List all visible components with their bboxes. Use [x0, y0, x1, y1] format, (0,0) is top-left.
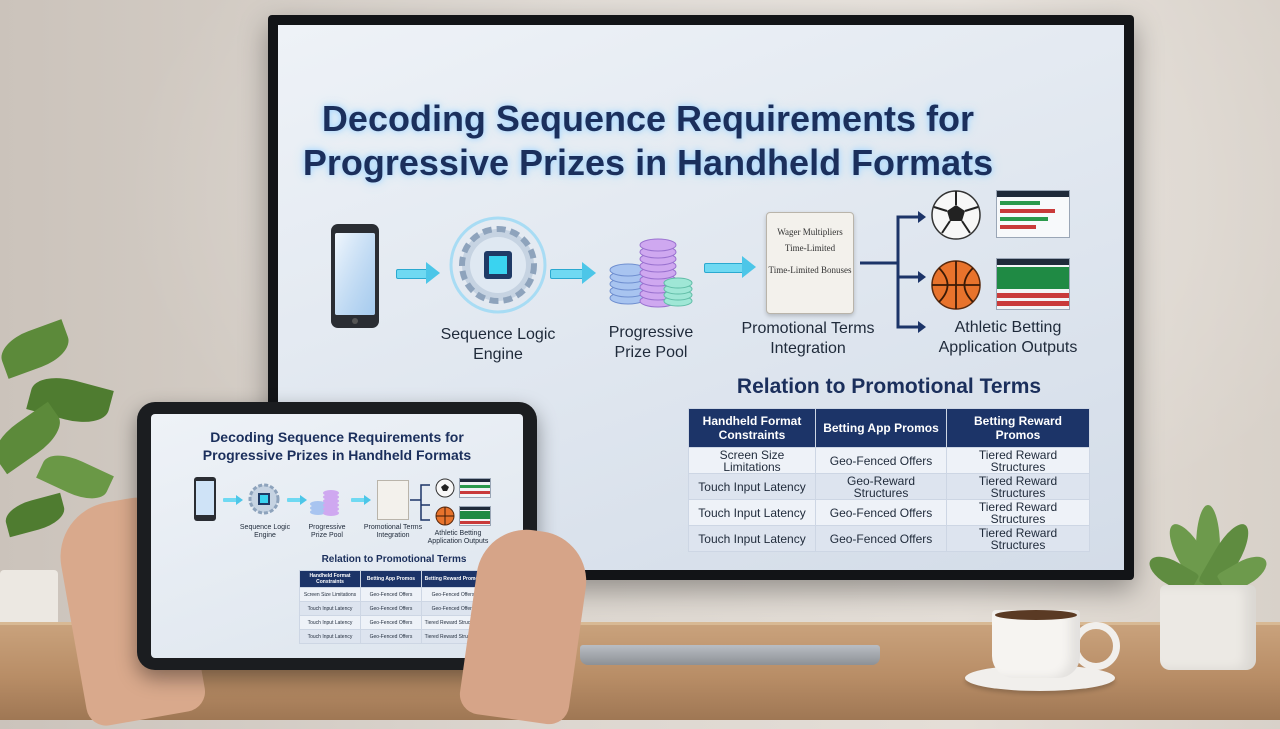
- table-cell: Screen Size Limitations: [299, 587, 361, 602]
- soccer-ball-icon: [435, 478, 455, 498]
- table-cell: Tiered Reward Structures: [946, 525, 1090, 552]
- table-cell: Geo-Reward Structures: [815, 473, 947, 500]
- basketball-icon: [435, 506, 455, 526]
- engine-label: Sequence Logic Engine: [440, 326, 556, 363]
- tv-table-header: Betting Reward Promos: [946, 408, 1090, 448]
- odds-board-icon: [459, 478, 491, 498]
- tablet-title: Decoding Sequence Requirements for Progr…: [151, 428, 523, 464]
- tv-table-title: Relation to Promotional Terms: [736, 375, 1042, 398]
- tv-title-line2: Progressive Prizes in Handheld Formats: [302, 142, 994, 183]
- table-row: Touch Input Latency Geo-Fenced Offers Ti…: [299, 629, 485, 644]
- scroll-icon: [377, 480, 409, 520]
- tv-table-header: Betting App Promos: [815, 408, 947, 448]
- table-cell: Geo-Fenced Offers: [421, 601, 485, 616]
- terms-label: Promotional Terms Integration: [741, 320, 875, 357]
- flow-arrow-3: [704, 256, 756, 278]
- laptop: [580, 645, 880, 665]
- coin-stack-icon: [310, 490, 339, 516]
- tablet-table-header: Betting App Promos: [360, 570, 422, 588]
- tablet-outputs-label: Athletic Betting Application Outputs: [427, 530, 489, 545]
- table-cell: Touch Input Latency: [299, 615, 361, 630]
- soccer-ball-icon: [931, 190, 981, 240]
- table-cell: Geo-Fenced Offers: [815, 525, 947, 552]
- basketball-icon: [931, 260, 981, 310]
- pool-label: Progressive Prize Pool: [608, 324, 694, 361]
- table-cell: Tiered Reward Structures: [946, 499, 1090, 526]
- tablet-pool-label: Progressive Prize Pool: [308, 524, 346, 539]
- table-cell: Touch Input Latency: [688, 499, 816, 526]
- smartphone-icon: [194, 477, 216, 521]
- tablet-screen: Decoding Sequence Requirements for Progr…: [151, 414, 523, 658]
- table-cell: Geo-Fenced Offers: [360, 615, 422, 630]
- scroll-line-1: Wager Multipliers: [777, 227, 843, 237]
- branch-connector: [410, 484, 430, 521]
- table-row: Touch Input Latency Geo-Fenced Offers Ge…: [299, 601, 485, 616]
- chip-gear-icon: [449, 216, 547, 314]
- tablet-flow-arrow: [351, 495, 371, 505]
- tablet-flow-arrow: [287, 495, 307, 505]
- chip-gear-icon: [248, 483, 280, 515]
- table-cell: Geo-Fenced Offers: [360, 587, 422, 602]
- tablet-table-title: Relation to Promotional Terms: [321, 554, 467, 565]
- table-cell: Touch Input Latency: [688, 473, 816, 500]
- tablet-table: Handheld Format Constraints Betting App …: [299, 570, 485, 644]
- tablet-table-header: Betting Reward Promos: [421, 570, 485, 588]
- table-cell: Geo-Fenced Offers: [815, 499, 947, 526]
- tv-table: Handheld Format Constraints Betting App …: [688, 408, 1090, 552]
- table-cell: Geo-Fenced Offers: [815, 447, 947, 474]
- table-cell: Tiered Reward Structures: [946, 473, 1090, 500]
- branch-connector: [860, 211, 926, 333]
- tablet-engine-label: Sequence Logic Engine: [239, 524, 291, 539]
- flow-arrow-1: [396, 262, 440, 284]
- table-cell: Touch Input Latency: [688, 525, 816, 552]
- tablet-title-line1: Decoding Sequence Requirements for: [210, 429, 464, 445]
- smartphone-icon: [331, 224, 379, 328]
- odds-board-icon: [996, 258, 1070, 310]
- table-cell: Geo-Fenced Offers: [360, 629, 422, 644]
- scroll-icon: Wager Multipliers Time-Limited Time-Limi…: [766, 212, 854, 314]
- flow-arrow-2: [550, 262, 596, 284]
- tv-title: Decoding Sequence Requirements for Progr…: [298, 97, 998, 185]
- table-row: Screen Size Limitations Geo-Fenced Offer…: [688, 447, 1090, 474]
- tv-table-header: Handheld Format Constraints: [688, 408, 816, 448]
- table-row: Touch Input Latency Geo-Fenced Offers Ti…: [299, 615, 485, 630]
- odds-board-icon: [459, 506, 491, 526]
- table-row: Screen Size Limitations Geo-Fenced Offer…: [299, 587, 485, 602]
- table-row: Touch Input Latency Geo-Reward Structure…: [688, 473, 1090, 500]
- table-cell: Screen Size Limitations: [688, 447, 816, 474]
- tablet-table-header: Handheld Format Constraints: [299, 570, 361, 588]
- table-row: Touch Input Latency Geo-Fenced Offers Ti…: [688, 525, 1090, 552]
- scroll-line-3: Time-Limited Bonuses: [768, 265, 852, 275]
- table-cell: Geo-Fenced Offers: [360, 601, 422, 616]
- tablet-flow-arrow: [223, 495, 243, 505]
- table-row: Touch Input Latency Geo-Fenced Offers Ti…: [688, 499, 1090, 526]
- table-cell: Tiered Reward Structures: [946, 447, 1090, 474]
- tv-title-line1: Decoding Sequence Requirements for: [321, 98, 975, 139]
- tablet-terms-label: Promotional Terms Integration: [363, 524, 423, 539]
- scroll-line-2: Time-Limited: [784, 243, 836, 253]
- table-cell: Touch Input Latency: [299, 629, 361, 644]
- table-cell: Touch Input Latency: [299, 601, 361, 616]
- outputs-label: Athletic Betting Application Outputs: [938, 319, 1078, 356]
- tablet-title-line2: Progressive Prizes in Handheld Formats: [202, 447, 472, 463]
- coin-stack-icon: [609, 238, 693, 308]
- odds-board-icon: [996, 190, 1070, 238]
